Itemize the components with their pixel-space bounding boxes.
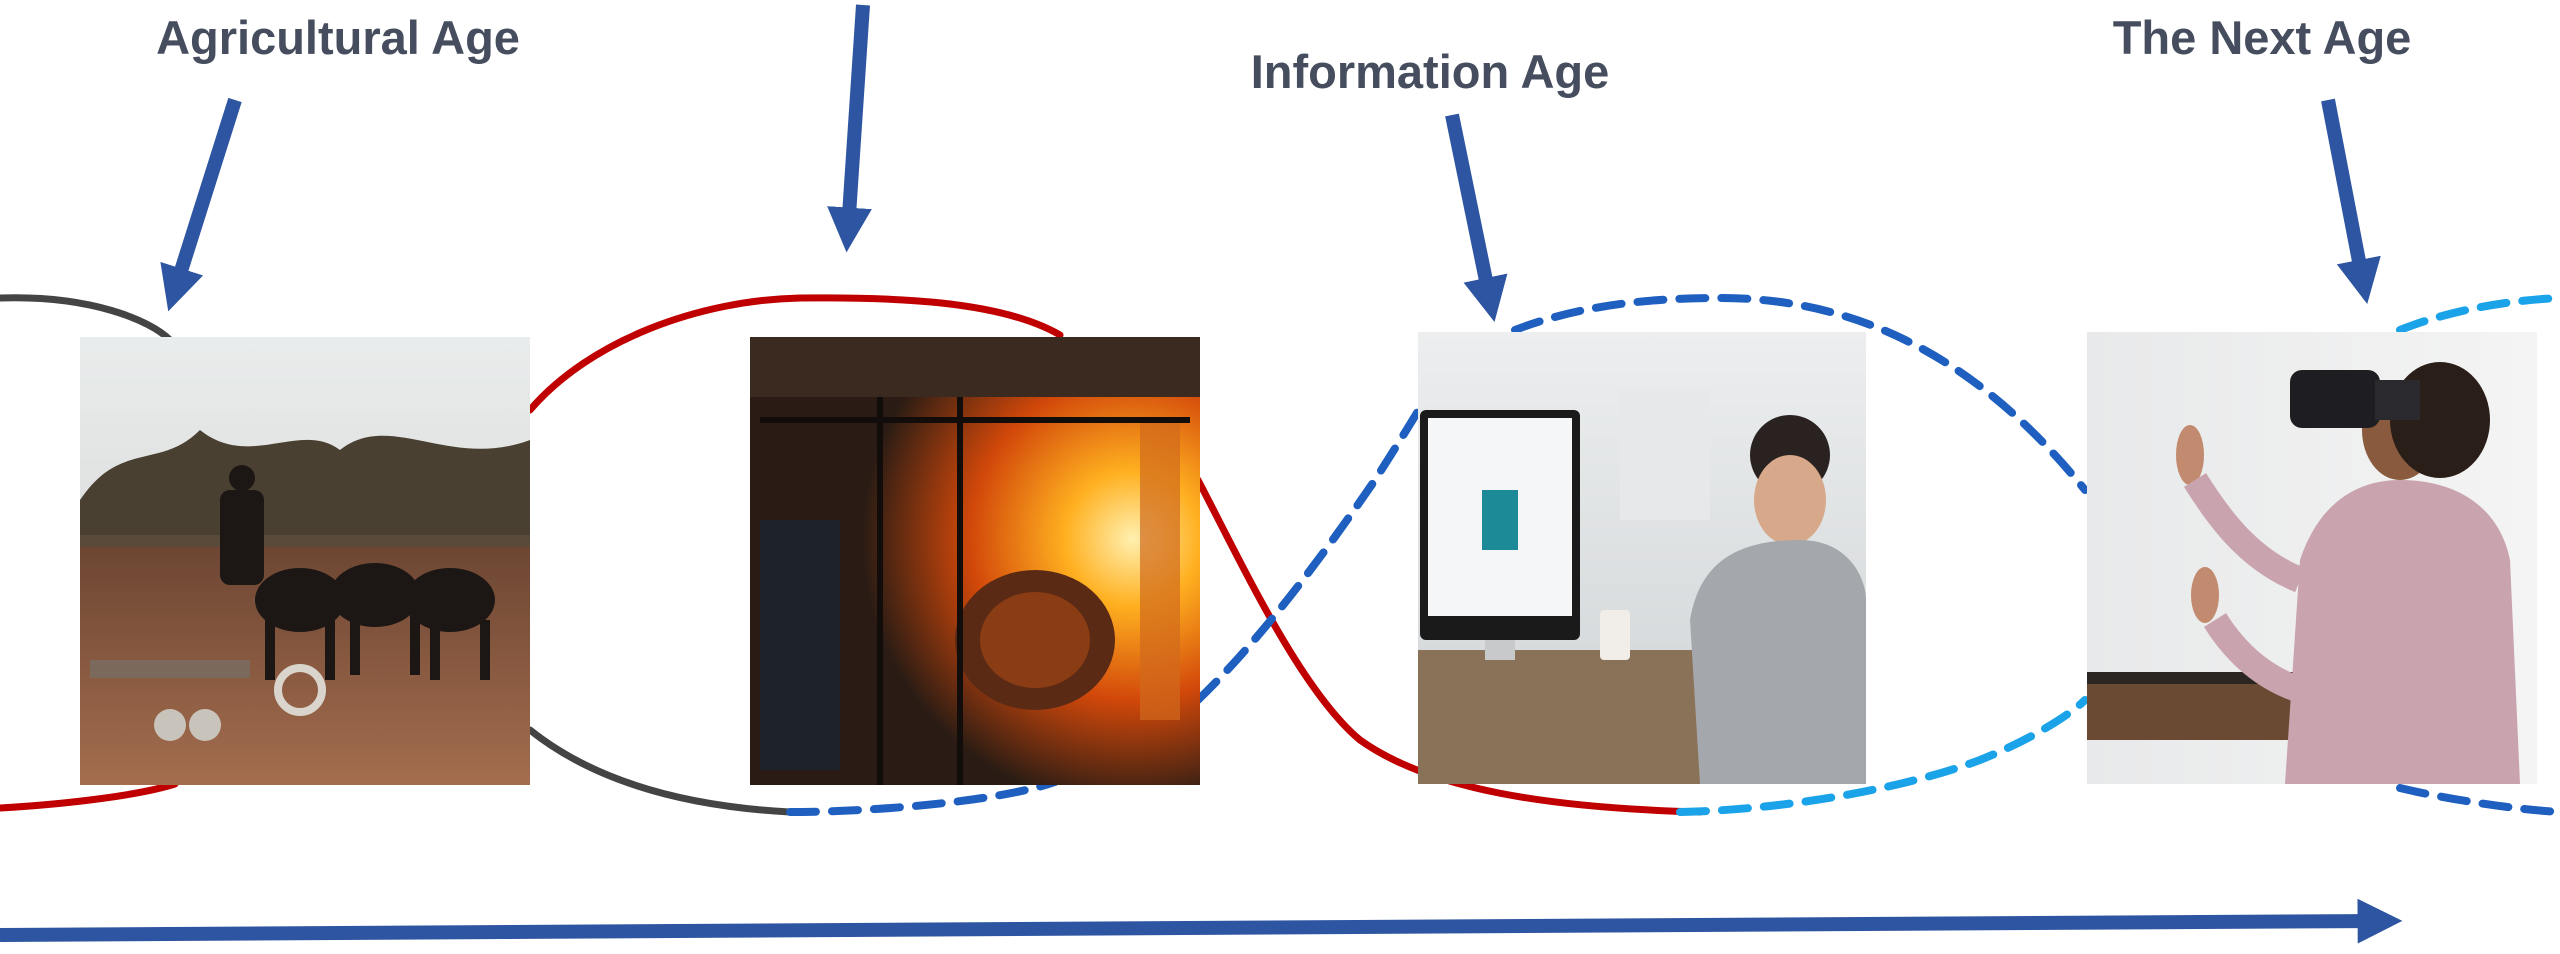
timeline-arrow	[0, 898, 2403, 944]
agricultural-pointer-arrow	[160, 97, 242, 312]
next-age-pointer-arrow	[2321, 98, 2381, 304]
next-age-image	[2087, 332, 2537, 784]
agricultural-age-label: Agricultural Age	[156, 11, 520, 64]
information-age-label: Information Age	[1250, 45, 1610, 98]
agricultural-image	[80, 337, 530, 785]
next-age-label: The Next Age	[2112, 11, 2412, 64]
information-image	[1418, 332, 1866, 784]
industrial-image	[750, 337, 1200, 785]
industrial-wave-curve	[0, 294, 1704, 816]
information-pointer-arrow	[1445, 113, 1508, 322]
agricultural-wave-curve	[0, 294, 794, 816]
industrial-pointer-arrow	[827, 4, 872, 253]
information-wave-curve	[786, 293, 2560, 816]
next-age-wave-curve	[1676, 294, 2560, 816]
